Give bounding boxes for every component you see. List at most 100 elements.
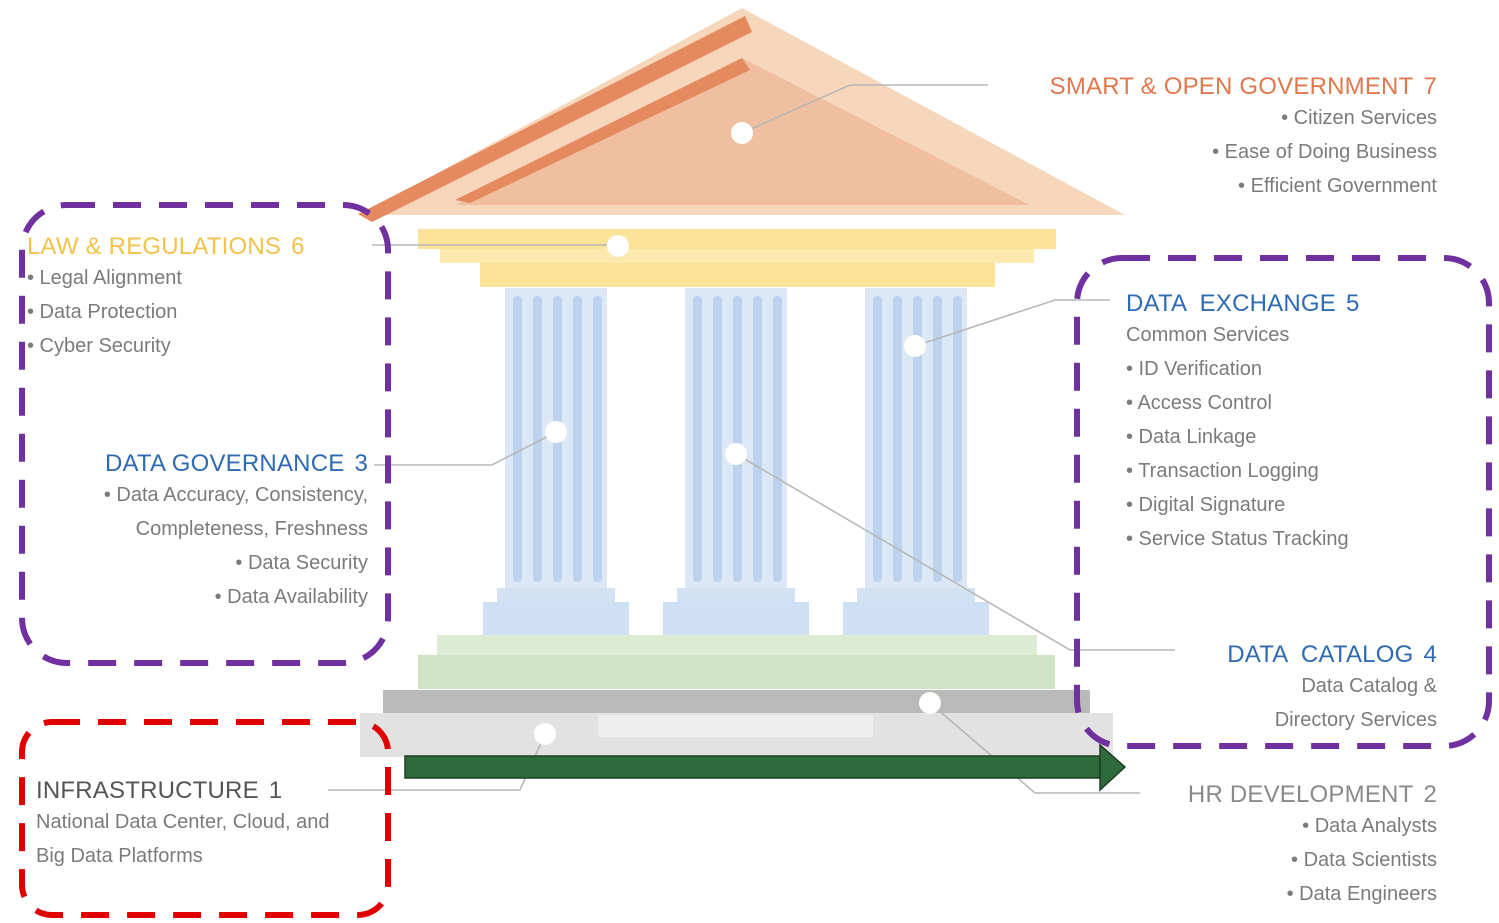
entablature <box>480 263 995 287</box>
catalog-number: 4 <box>1423 641 1437 668</box>
column-flute <box>573 296 582 582</box>
smart-gov-block: SMART & OPEN GOVERNMENT 7 • Citizen Servi… <box>1050 73 1437 203</box>
node-infra <box>534 723 556 745</box>
base-step <box>418 655 1055 689</box>
infrastructure-item: Big Data Platforms <box>36 845 203 867</box>
smart-gov-item: • Ease of Doing Business <box>1212 141 1437 163</box>
column-flute <box>713 296 722 582</box>
column-flute <box>773 296 782 582</box>
node-smart <box>731 122 753 144</box>
roof-stripe-left <box>358 16 752 222</box>
node-dots <box>534 122 941 745</box>
connector-lines <box>328 84 1175 794</box>
infrastructure-item: National Data Center, Cloud, and <box>36 811 330 833</box>
exchange-item: • Access Control <box>1126 392 1272 414</box>
column-flute <box>933 296 942 582</box>
column-center <box>663 288 809 636</box>
governance-title: DATA GOVERNANCE 3 <box>104 450 368 478</box>
entablature <box>418 229 1056 249</box>
catalog-item: Directory Services <box>1274 709 1437 731</box>
catalog-item: Data Catalog & <box>1301 675 1437 697</box>
column-flute <box>733 296 742 582</box>
governance-item: • Data Availability <box>214 586 368 608</box>
column-plinth <box>483 602 629 636</box>
law-block: LAW & REGULATIONS 6 • Legal Alignment • D… <box>27 233 305 363</box>
flow-arrow <box>404 743 1127 792</box>
exchange-item: • Transaction Logging <box>1126 460 1319 482</box>
law-item: • Cyber Security <box>27 335 171 357</box>
connector-infra <box>328 733 546 791</box>
exchange-item: • Digital Signature <box>1126 494 1286 516</box>
connector-governance <box>374 431 557 466</box>
base-step-top <box>437 635 1037 657</box>
column-base <box>497 588 615 602</box>
foundation-highlight <box>598 715 873 737</box>
hr-item: • Data Analysts <box>1302 815 1437 837</box>
governance-block: DATA GOVERNANCE 3 • Data Accuracy, Consis… <box>104 450 368 614</box>
hr-item: • Data Engineers <box>1286 883 1437 905</box>
highlight-box-infrastructure <box>19 719 391 918</box>
exchange-block: DATA EXCHANGE 5 Common Services • ID Veri… <box>1126 290 1360 556</box>
smart-gov-number: 7 <box>1423 73 1437 100</box>
infrastructure-title-text: INFRASTRUCTURE <box>36 777 259 804</box>
smart-gov-item: • Efficient Government <box>1238 175 1437 197</box>
exchange-item: • Service Status Tracking <box>1126 528 1349 550</box>
column-plinth <box>663 602 809 636</box>
connector-catalog <box>735 453 1175 651</box>
smart-gov-title: SMART & OPEN GOVERNMENT 7 <box>1050 73 1437 101</box>
highlight-box-right <box>1074 255 1492 749</box>
exchange-number: 5 <box>1345 290 1360 317</box>
hr-title: HR DEVELOPMENT 2 <box>1188 781 1437 809</box>
exchange-item: • Data Linkage <box>1126 426 1257 448</box>
node-catalog <box>725 443 747 465</box>
column-plinth <box>843 602 989 636</box>
connector-smart <box>741 84 988 134</box>
law-item: • Legal Alignment <box>27 267 182 289</box>
column-base <box>857 588 975 602</box>
hr-number: 2 <box>1423 781 1437 808</box>
entablature <box>440 249 1034 263</box>
column-flute <box>693 296 702 582</box>
column-flute <box>913 296 922 582</box>
governance-item: • Data Security <box>235 552 368 574</box>
smart-gov-title-text: SMART & OPEN GOVERNMENT <box>1049 73 1414 100</box>
column-flute <box>953 296 962 582</box>
catalog-title-text: DATA CATALOG <box>1227 641 1414 668</box>
node-exchange <box>904 335 926 357</box>
smart-gov-item: • Citizen Services <box>1281 107 1437 129</box>
column-flute <box>593 296 602 582</box>
connector-exchange <box>914 299 1110 347</box>
exchange-item: • ID Verification <box>1126 358 1262 380</box>
hr-item: • Data Scientists <box>1291 849 1437 871</box>
roof-stripe-inner <box>455 58 750 203</box>
catalog-title: DATA CATALOG 4 <box>1227 641 1437 669</box>
column-flute <box>893 296 902 582</box>
governance-item: Completeness, Freshness <box>135 518 368 540</box>
exchange-item: Common Services <box>1126 324 1290 346</box>
exchange-title-text: DATA EXCHANGE <box>1126 290 1336 317</box>
exchange-title: DATA EXCHANGE 5 <box>1126 290 1360 318</box>
hr-title-text: HR DEVELOPMENT <box>1187 781 1414 808</box>
governance-number: 3 <box>354 450 368 477</box>
law-item: • Data Protection <box>27 301 178 323</box>
hr-block: HR DEVELOPMENT 2 • Data Analysts • Data S… <box>1188 781 1437 911</box>
column-flute <box>533 296 542 582</box>
base-slab <box>383 690 1090 714</box>
catalog-block: DATA CATALOG 4 Data Catalog & Directory S… <box>1227 641 1437 737</box>
node-governance <box>545 421 567 443</box>
node-law <box>607 235 629 257</box>
law-title-text: LAW & REGULATIONS <box>27 233 282 260</box>
connector-hr <box>929 702 1140 794</box>
governance-item: • Data Accuracy, Consistency, <box>103 484 368 506</box>
column-flute <box>753 296 762 582</box>
law-number: 6 <box>291 233 305 260</box>
law-title: LAW & REGULATIONS 6 <box>27 233 305 261</box>
column-flute <box>513 296 522 582</box>
governance-title-text: DATA GOVERNANCE <box>104 450 345 477</box>
node-hr <box>919 692 941 714</box>
column-left <box>483 288 629 636</box>
column-base <box>677 588 795 602</box>
